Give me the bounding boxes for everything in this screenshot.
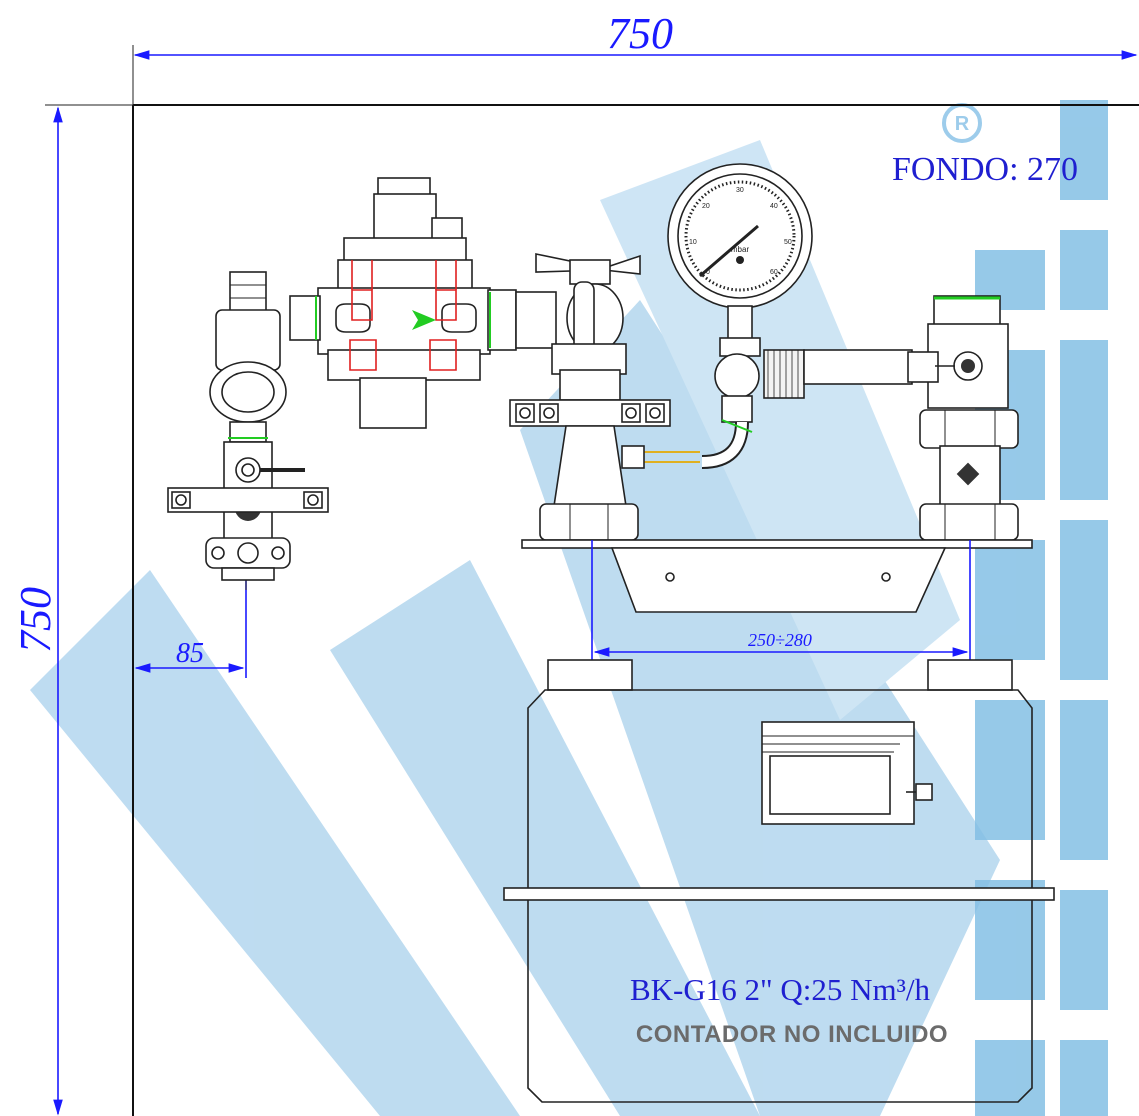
gauge-scale-3: 30 (736, 187, 744, 194)
meter-model-label: BK-G16 2" Q:25 Nm³/h (630, 972, 931, 1007)
meter-not-included-label: CONTADOR NO INCLUIDO (636, 1021, 948, 1048)
span-dimension: 250÷280 (591, 540, 971, 660)
gauge-scale-4: 40 (770, 203, 778, 210)
gauge-scale-5: 50 (784, 239, 792, 246)
offset-dimension: 85 (134, 580, 247, 678)
inlet-valve-assembly (167, 271, 329, 590)
gauge-scale-6: 60 (770, 269, 778, 276)
depth-label: FONDO: 270 (892, 151, 1078, 188)
gauge-unit: mbar (731, 245, 750, 254)
pressure-gauge: mbar 0 10 20 30 40 50 60 (667, 163, 913, 469)
ball-valve (509, 253, 700, 541)
panel-frame (132, 104, 1139, 1116)
watermark-logo: R (30, 100, 1108, 1116)
meter-bracket (521, 539, 1033, 613)
outlet-valve (907, 295, 1019, 541)
height-dimension-label: 750 (11, 587, 60, 653)
gauge-scale-1: 10 (689, 239, 697, 246)
offset-dimension-label: 85 (176, 638, 204, 669)
gauge-scale-2: 20 (702, 203, 710, 210)
span-dimension-label: 250÷280 (748, 630, 812, 650)
width-dimension-label: 750 (607, 9, 673, 58)
gauge-scale-0: 0 (706, 269, 710, 276)
width-dimension: 750 (132, 9, 1138, 105)
svg-text:R: R (955, 113, 970, 135)
gas-meter: BK-G16 2" Q:25 Nm³/h CONTADOR NO INCLUID… (503, 659, 1055, 1103)
pressure-regulator (289, 177, 517, 429)
height-dimension: 750 (11, 104, 133, 1116)
